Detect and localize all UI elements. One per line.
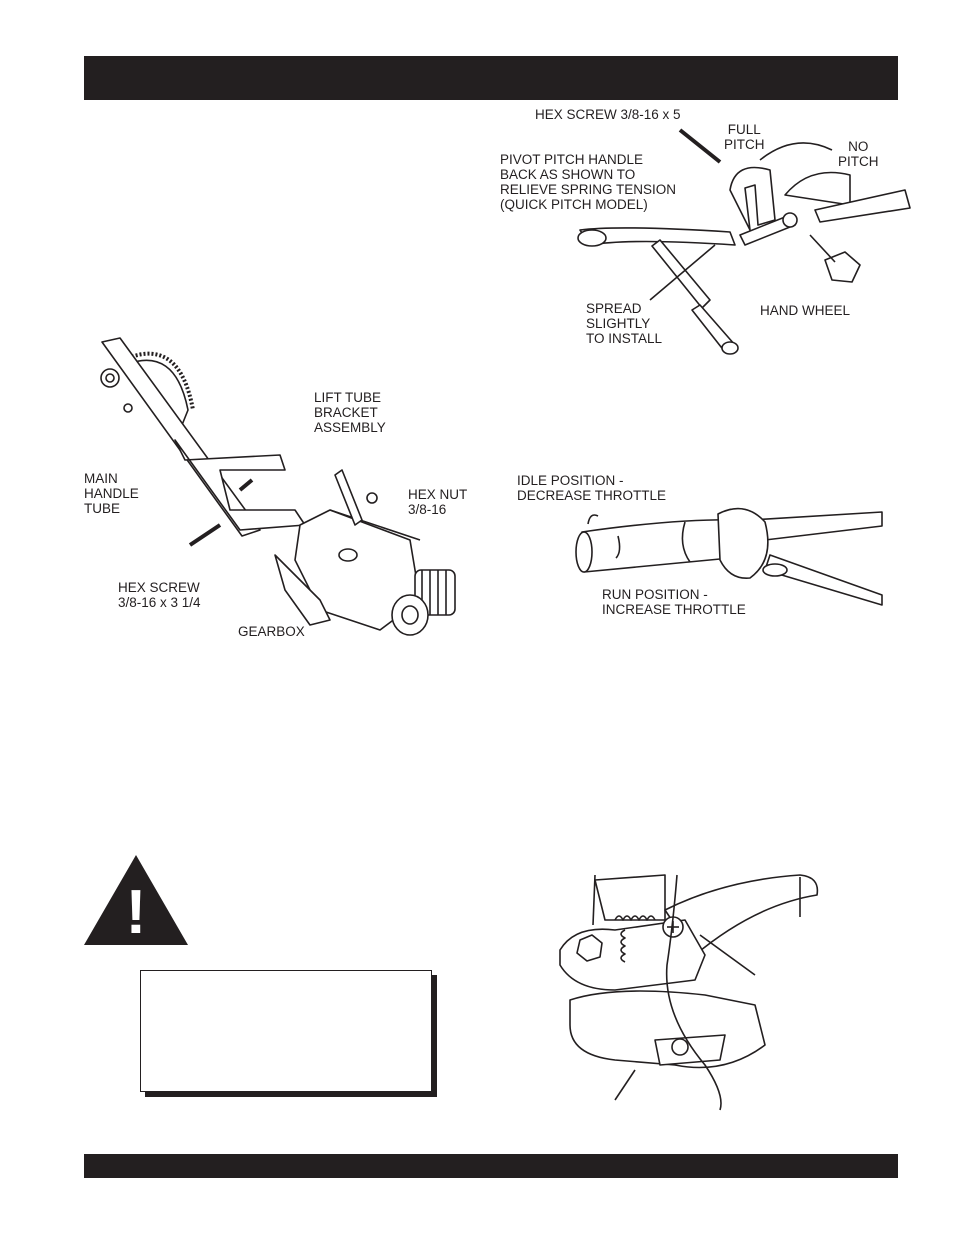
label-lift-tube-bracket: LIFT TUBE BRACKET ASSEMBLY [314,390,386,435]
label-gearbox: GEARBOX [238,624,305,639]
warning-triangle-icon: ! [84,855,188,947]
label-main-handle-tube: MAIN HANDLE TUBE [84,471,139,516]
handle-assembly-drawing [100,337,456,636]
label-pitch-hex-screw: HEX SCREW 3/8-16 x 5 [535,107,681,122]
warning-glyph: ! [126,878,147,947]
label-pivot-note: PIVOT PITCH HANDLE BACK AS SHOWN TO RELI… [500,152,677,212]
header-bar [84,56,898,100]
label-no-pitch: NO PITCH [838,139,879,169]
label-idle-position: IDLE POSITION - DECREASE THROTTLE [517,473,667,503]
label-hex-screw: HEX SCREW 3/8-16 x 3 1/4 [118,580,201,610]
throttle-cable-linkage-drawing [559,874,819,1111]
label-hand-wheel: HAND WHEEL [760,303,851,318]
label-full-pitch: FULL PITCH [724,122,765,152]
pitch-handle-drawing [577,128,911,355]
label-run-position: RUN POSITION - INCREASE THROTTLE [602,587,746,617]
label-hex-nut: HEX NUT 3/8-16 [408,487,468,517]
label-spread: SPREAD SLIGHTLY TO INSTALL [586,301,663,346]
footer-bar [84,1154,898,1178]
throttle-grip-drawing [575,507,883,606]
warning-notice-box [140,970,432,1092]
